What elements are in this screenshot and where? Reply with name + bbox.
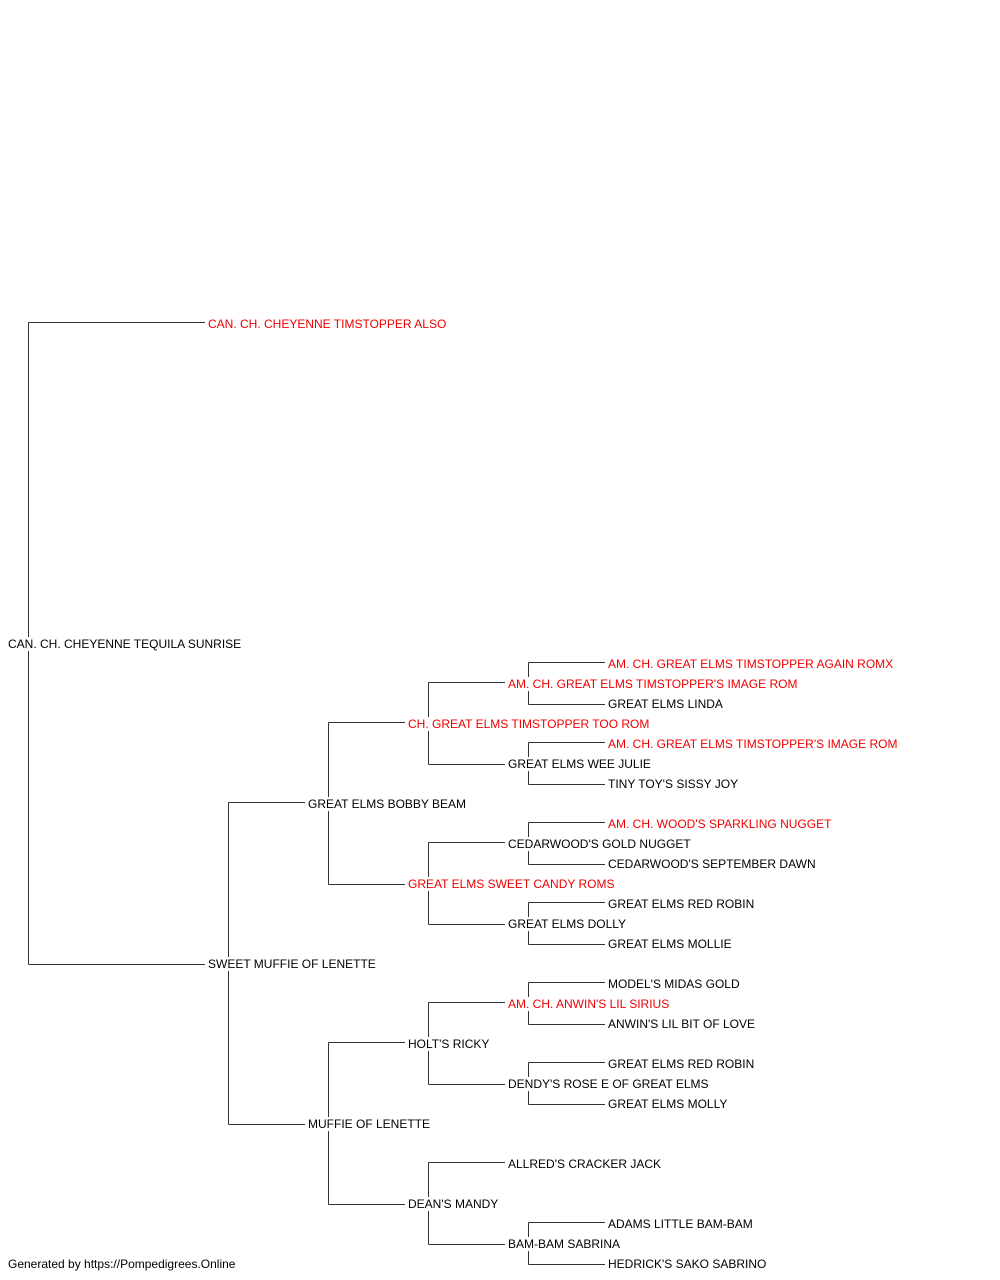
pedigree-node-dam-dam-sire: HOLT'S RICKY [408,1037,491,1051]
pedigree-node-dam-sire-sire-dam: GREAT ELMS WEE JULIE [508,757,652,771]
pedigree-node-dam-sire-dam-sire-sire: AM. CH. WOOD'S SPARKLING NUGGET [608,817,833,831]
pedigree-node-dam-dam-dam-dam-dam: HEDRICK'S SAKO SABRINO [608,1257,768,1271]
pedigree-node-dam-dam-dam-dam-sire: ADAMS LITTLE BAM-BAM [608,1217,754,1231]
pedigree-node-dam-sire-sire-sire-sire: AM. CH. GREAT ELMS TIMSTOPPER AGAIN ROMX [608,657,895,671]
pedigree-node-subject: CAN. CH. CHEYENNE TEQUILA SUNRISE [8,637,243,651]
pedigree-node-dam-sire-dam-dam-dam: GREAT ELMS MOLLIE [608,937,733,951]
pedigree-node-dam-dam-sire-sire: AM. CH. ANWIN'S LIL SIRIUS [508,997,671,1011]
pedigree-node-dam-dam-sire-sire-sire: MODEL'S MIDAS GOLD [608,977,741,991]
pedigree-node-dam-sire-dam-dam: GREAT ELMS DOLLY [508,917,628,931]
pedigree-node-dam: SWEET MUFFIE OF LENETTE [208,957,377,971]
pedigree-node-dam-dam-sire-sire-dam: ANWIN'S LIL BIT OF LOVE [608,1017,756,1031]
pedigree-node-dam-dam: MUFFIE OF LENETTE [308,1117,432,1131]
pedigree-node-dam-dam-sire-dam: DENDY'S ROSE E OF GREAT ELMS [508,1077,710,1091]
pedigree-node-dam-sire: GREAT ELMS BOBBY BEAM [308,797,468,811]
pedigree-node-dam-dam-sire-dam-sire: GREAT ELMS RED ROBIN [608,1057,756,1071]
generated-by-footer: Generated by https://Pompedigrees.Online [8,1257,236,1271]
pedigree-node-dam-sire-sire-sire-dam: GREAT ELMS LINDA [608,697,724,711]
pedigree-node-dam-sire-dam: GREAT ELMS SWEET CANDY ROMS [408,877,616,891]
pedigree-node-dam-dam-dam-sire: ALLRED'S CRACKER JACK [508,1157,662,1171]
pedigree-node-dam-dam-dam-dam: BAM-BAM SABRINA [508,1237,622,1251]
pedigree-node-dam-sire-dam-dam-sire: GREAT ELMS RED ROBIN [608,897,756,911]
pedigree-node-dam-sire-sire-sire: AM. CH. GREAT ELMS TIMSTOPPER'S IMAGE RO… [508,677,799,691]
pedigree-node-dam-dam-sire-dam-dam: GREAT ELMS MOLLY [608,1097,729,1111]
pedigree-node-dam-sire-dam-sire: CEDARWOOD'S GOLD NUGGET [508,837,692,851]
pedigree-node-dam-sire-dam-sire-dam: CEDARWOOD'S SEPTEMBER DAWN [608,857,817,871]
pedigree-node-dam-sire-sire-dam-sire: AM. CH. GREAT ELMS TIMSTOPPER'S IMAGE RO… [608,737,899,751]
pedigree-node-dam-sire-sire-dam-dam: TINY TOY'S SISSY JOY [608,777,740,791]
pedigree-node-dam-sire-sire: CH. GREAT ELMS TIMSTOPPER TOO ROM [408,717,651,731]
pedigree-node-sire: CAN. CH. CHEYENNE TIMSTOPPER ALSO [208,317,448,331]
pedigree-node-dam-dam-dam: DEAN'S MANDY [408,1197,500,1211]
